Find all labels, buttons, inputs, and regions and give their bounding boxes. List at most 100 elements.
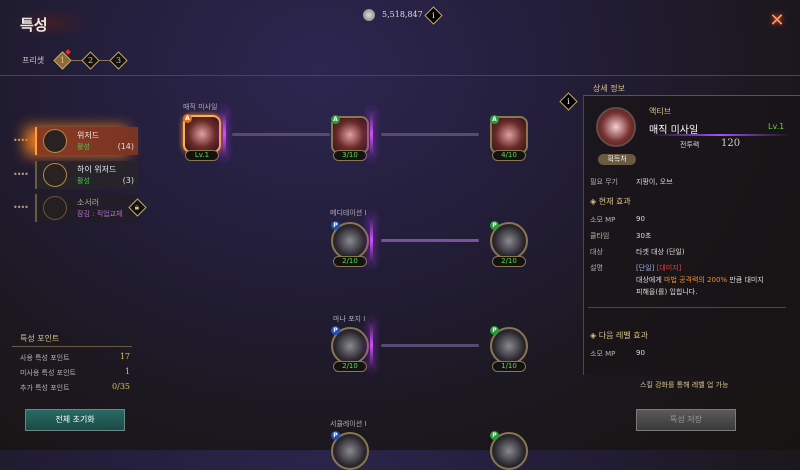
purple-accent-line [650,134,790,136]
sorcerer-emblem-icon [43,196,67,220]
class-item-sorcerer[interactable]: 소서러 잠김 : 직업교체 [35,194,138,222]
skill-node[interactable]: A [490,115,528,154]
reset-all-button[interactable]: 전체 초기화 [25,409,125,431]
mp-value: 90 [636,215,645,223]
info-icon[interactable]: i [424,6,443,25]
skill-link [381,239,479,242]
points-label: 미사용 특성 포인트 [20,369,76,377]
class-status: 활성 [77,177,90,185]
weapon-value: 지팡이, 오브 [636,178,673,186]
skill-name: 매직 미사일 [649,125,699,136]
passive-badge: P [490,431,499,440]
class-name: 위저드 [77,131,100,140]
skill-level: Lv.1 [768,122,785,131]
desc-highlight: 마법 공격력의 200% [664,276,728,284]
preset-1[interactable]: 1 [53,51,72,70]
preset-3[interactable]: 3 [109,51,128,70]
detail-title: 상세 정보 [593,84,625,93]
class-connector: •••• [13,170,29,179]
skill-level: 2/10 [492,256,526,267]
level-up-note: 스킬 강화를 통해 레벨 업 가능 [640,381,729,389]
class-name: 소서러 [77,198,100,207]
skill-kind: 액티브 [649,107,672,116]
class-item-high-wizard[interactable]: 하이 위저드 활성 (3) [35,161,138,189]
skill-node[interactable]: P [331,431,369,470]
preset-number: 1 [59,56,66,65]
skill-row-label: 마나 포지 I [333,315,366,323]
passive-badge: P [331,221,340,230]
source-button[interactable]: 획득처 [598,154,636,165]
points-label: 사용 특성 포인트 [20,354,70,362]
active-badge: A [490,115,499,124]
next-mp-value: 90 [636,349,645,357]
section-title: 다음 레벨 효과 [598,331,648,340]
high-wizard-emblem-icon [43,163,67,187]
points-title: 특성 포인트 [20,334,60,343]
passive-badge: P [331,326,340,335]
skill-node[interactable]: P [490,221,528,260]
passive-badge: P [490,326,499,335]
skill-node[interactable]: P [490,431,528,470]
class-item-wizard[interactable]: 위저드 활성 (14) [35,127,138,155]
skill-level: 2/10 [333,256,367,267]
class-status: 잠김 : 직업교체 [77,210,123,218]
skill-level: 4/10 [492,150,526,161]
desc-text: 만큼 대미지 [727,276,764,284]
skill-level: 3/10 [333,150,367,161]
preset-number: 3 [115,56,122,65]
points-divider [12,346,132,347]
preset-2[interactable]: 2 [81,51,100,70]
detail-info-icon[interactable]: i [559,92,578,111]
skill-node[interactable]: A [331,115,369,154]
target-value: 타겟 대상 (단일) [636,248,685,256]
skill-row-label: 서큘레이션 I [330,420,367,428]
skill-level: Lv.1 [185,150,219,161]
passive-badge: P [490,221,499,230]
active-badge: A [331,115,340,124]
class-count: (3) [122,176,134,185]
skill-node[interactable]: P [331,221,369,260]
desc-label: 설명 [590,264,603,272]
current-effect-title: ◈ 현재 효과 [590,197,631,206]
skill-node[interactable]: P [490,326,528,365]
desc-text: 대상에게 [636,276,664,284]
mp-label: 소모 MP [590,216,616,224]
preset-label: 프리셋 [22,56,45,65]
weapon-label: 필요 무기 [590,178,618,186]
passive-badge: P [331,431,340,440]
next-effect-title: ◈ 다음 레벨 효과 [590,331,648,340]
class-count: (14) [117,142,134,151]
save-traits-button[interactable]: 특성 저장 [636,409,736,431]
desc-line-1: 대상에게 마법 공격력의 200% 만큼 대미지 [636,275,764,285]
points-value: 17 [119,352,130,361]
class-name: 하이 위저드 [77,165,117,174]
unlock-glow [370,320,373,370]
points-label: 추가 특성 포인트 [20,384,70,392]
skill-node-magic-missile[interactable]: A [183,114,221,153]
class-connector: •••• [13,203,29,212]
coin-icon [363,9,375,21]
close-button[interactable]: ✕ [769,10,785,31]
unlock-glow [370,215,373,265]
skill-link [381,344,479,347]
power-label: 전투력 [680,141,700,149]
unlock-glow [223,109,226,159]
skill-level: 2/10 [333,361,367,372]
desc-line-2: 피해을(를) 입힙니다. [636,288,698,296]
detail-divider [588,307,786,308]
desc-tags: [단일] [대미지] [636,263,681,273]
section-title: 현재 효과 [598,197,631,206]
next-mp-label: 소모 MP [590,350,616,358]
power-value: 120 [721,138,741,149]
skill-level: 1/10 [492,361,526,372]
title-decoration [10,8,90,38]
page-title: 특성 [20,16,48,34]
wizard-emblem-icon [43,129,67,153]
preset-connector [71,60,83,61]
skill-node[interactable]: P [331,326,369,365]
target-label: 대상 [590,248,603,256]
skill-link [381,133,479,136]
tag-damage: [대미지] [656,264,682,272]
currency-amount: 5,518,847 [382,10,423,19]
cooldown-label: 쿨타임 [590,232,610,240]
